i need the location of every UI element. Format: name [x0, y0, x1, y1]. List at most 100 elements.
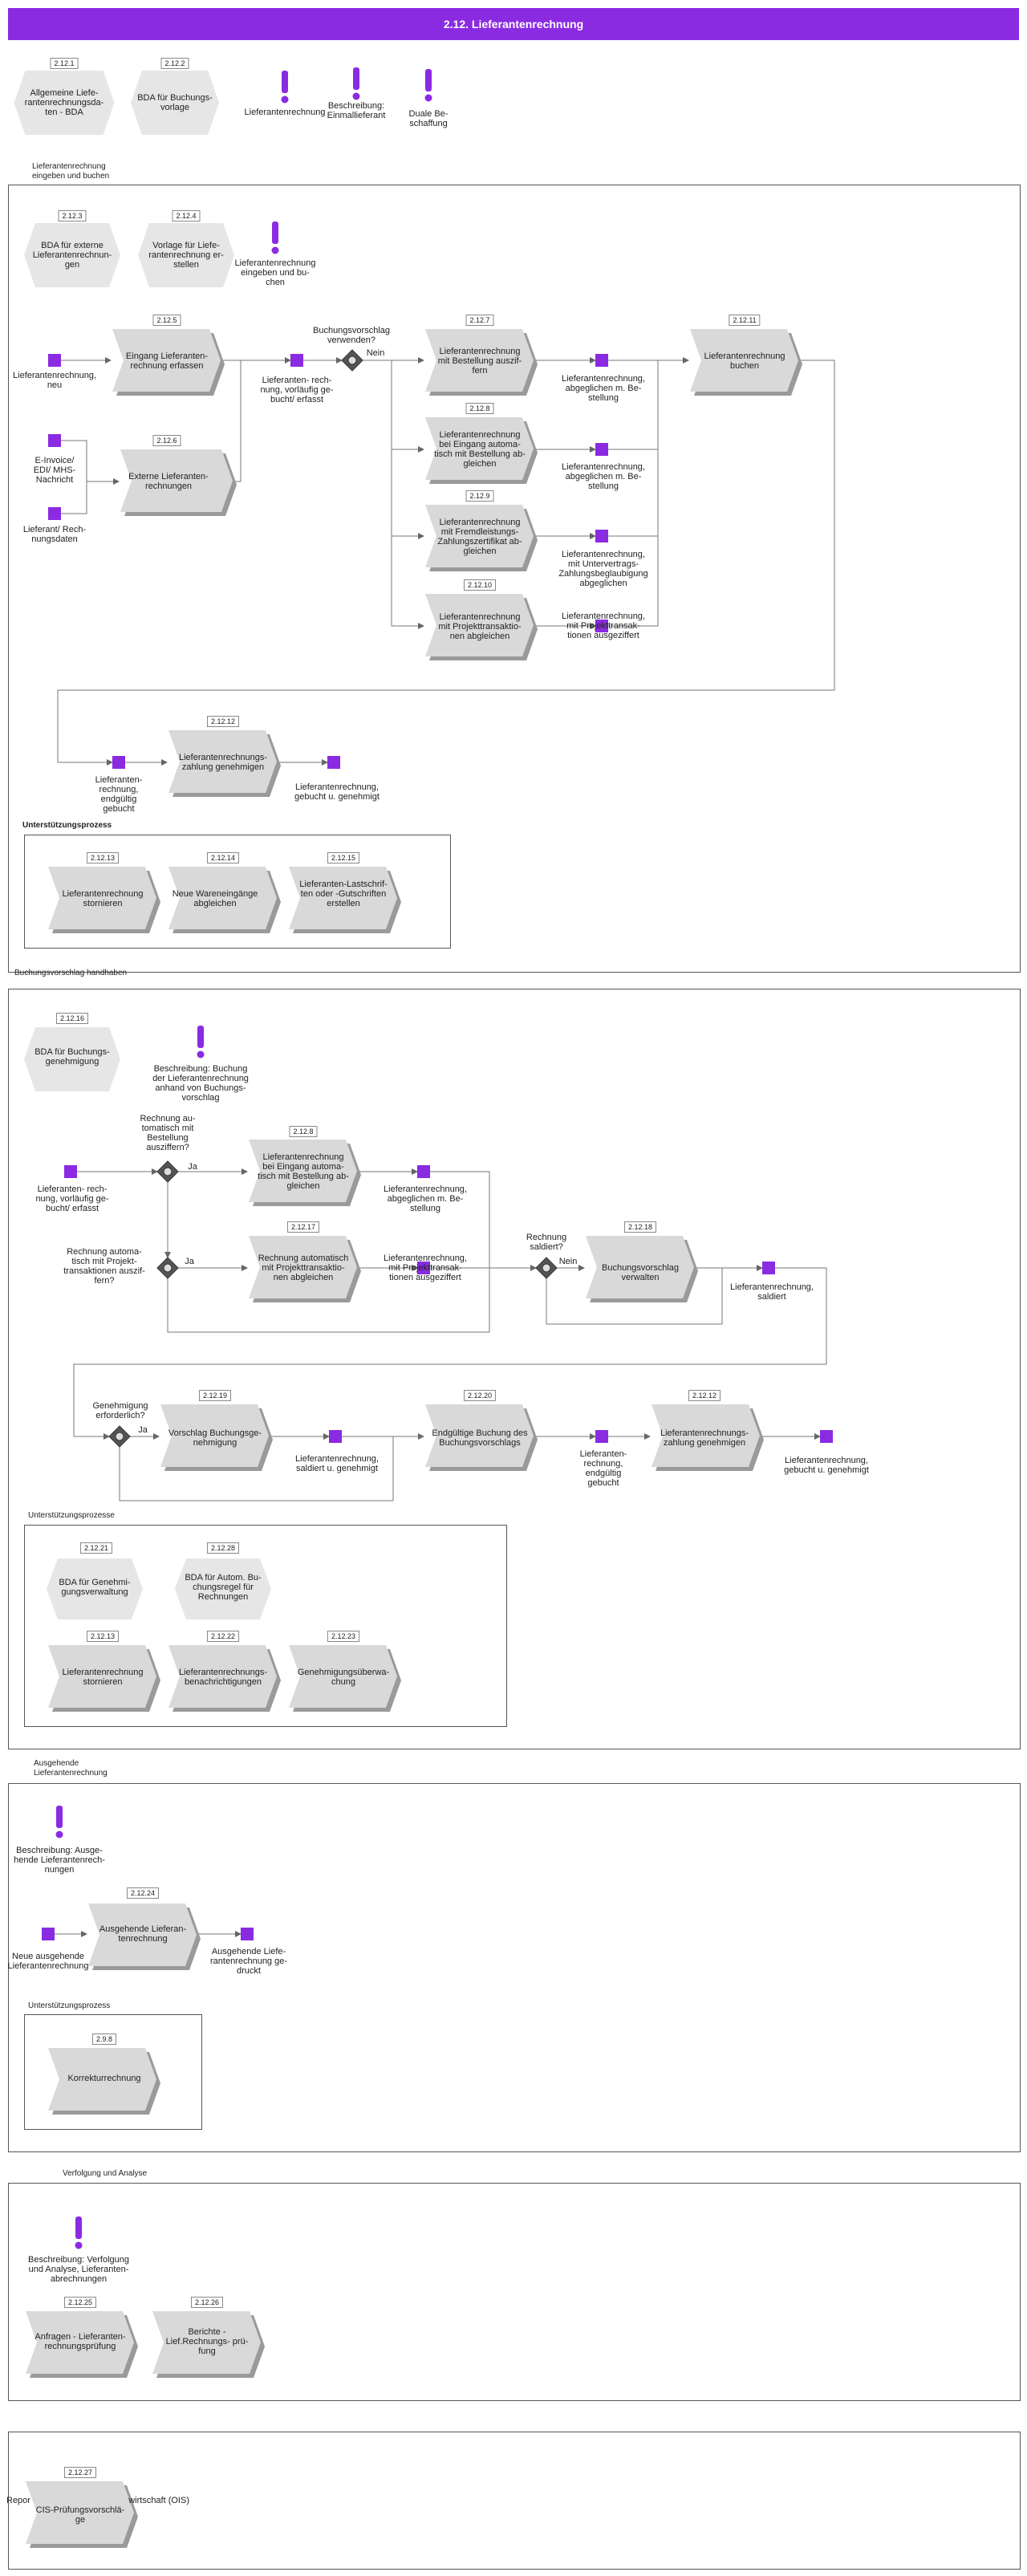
label-gw2: Rechnung automa- tisch mit Projekt- tran… [63, 1247, 145, 1286]
event-neu [48, 354, 61, 367]
section-ausgehend [8, 1783, 1021, 2152]
label-gw4: Genehmigung erforderlich? [92, 1401, 148, 1420]
code-2-12-12b: 2.12.12 [688, 1390, 721, 1401]
label-desc-eingeben: Lieferantenrechnung eingeben und bu- che… [234, 258, 316, 287]
label-ev-projekt: Lieferantenrechnung, mit Projekttransak-… [562, 611, 645, 640]
event-einvoice [48, 434, 61, 447]
bda-buchungsgenehmigung-hexagon [24, 1027, 120, 1091]
label-p-endg: Endgültige Buchung des Buchungsvorschlag… [432, 1428, 528, 1448]
label-ev-einvoice: E-Invoice/ EDI/ MHS- Nachricht [33, 456, 76, 485]
label-desc-ausgehend: Beschreibung: Ausge- hende Lieferantenre… [14, 1846, 105, 1875]
label-gw3: Rechnung saldiert? [526, 1233, 567, 1252]
section-title-eingeben: Lieferantenrechnung eingeben und buchen [32, 162, 110, 181]
gateway-buchungsvorschlag-marker [347, 356, 357, 365]
process-vorschlag [160, 1404, 269, 1467]
code-2-12-1: 2.12.1 [50, 58, 79, 69]
event-endg [112, 756, 125, 769]
code-2-12-12a: 2.12.12 [206, 716, 240, 727]
label-sup-benach: Lieferantenrechnungs- benachrichtigungen [178, 1668, 268, 1687]
code-2-12-15: 2.12.15 [327, 852, 360, 863]
section-title-verfolgung: Verfolgung und Analyse [63, 2169, 148, 2178]
label-ev-gedruckt: Ausgehende Liefe- rantenrechnung ge- dru… [209, 1947, 288, 1976]
label-p-auto: Lieferantenrechnung bei Eingang automa- … [258, 1152, 349, 1191]
label-duale-beschaffung: Duale Be- schaffung [408, 109, 449, 128]
label-ev-saldiert: Lieferantenrechnung, saldiert [730, 1282, 814, 1302]
code-2-12-25: 2.12.25 [63, 2297, 97, 2308]
label-ois-overlay: Repor wirtschaft (OIS) [6, 2496, 189, 2505]
process-zahlung [652, 1404, 760, 1467]
process-auto [249, 1140, 357, 1202]
label-einmallieferant: Beschreibung: Einmallieferant [327, 101, 386, 120]
label-p-buchen: Lieferantenrechnung buchen [704, 351, 785, 371]
label-ev-abgl: Lieferantenrechnung, abgeglichen m. Be- … [384, 1184, 467, 1213]
code-2-12-3: 2.12.3 [58, 210, 87, 221]
code-2-12-26: 2.12.26 [190, 2297, 224, 2308]
exclamation-icon [75, 2216, 82, 2239]
code-2-12-16: 2.12.16 [55, 1013, 89, 1024]
support-waren [168, 867, 277, 929]
process-ausgehend [88, 1904, 197, 1966]
label-ev-proj: Lieferantenrechnung, mit Projekttransak-… [384, 1253, 467, 1282]
label-p-genehmigen: Lieferantenrechnungs- zahlung genehmigen [178, 753, 268, 772]
code-2-12-9: 2.12.9 [465, 490, 494, 502]
process-fremd [425, 505, 534, 567]
label-p-projekt: Lieferantenrechnung mit Projekttransakti… [438, 612, 522, 641]
process-genehmigen [168, 730, 277, 793]
label-ev-vorlaeufig: Lieferanten- rech- nung, vorläufig ge- b… [260, 376, 334, 404]
label-nein-2: Nein [558, 1257, 578, 1266]
event-final [820, 1430, 833, 1443]
code-2-12-10: 2.12.10 [463, 579, 497, 591]
label-desc-verfolgung: Beschreibung: Verfolgung und Analyse, Li… [28, 2255, 129, 2284]
label-ev-abgl1: Lieferantenrechnung, abgeglichen m. Be- … [562, 374, 645, 403]
exclamation-icon-dot [197, 1050, 205, 1058]
event-unter [595, 530, 608, 542]
code-2-12-21: 2.12.21 [79, 1542, 113, 1554]
support-korrektur [48, 2048, 156, 2111]
process-buchen [690, 329, 798, 392]
exclamation-icon [425, 69, 432, 91]
label-p-fremd: Lieferantenrechnung mit Fremdleistungs- … [437, 518, 522, 556]
event-saldiert [762, 1262, 775, 1274]
support-title-1: Unterstützungsprozess [22, 821, 112, 830]
support-lastschrift [289, 867, 397, 929]
process-anfragen [26, 2311, 134, 2374]
label-allgemeine-bda: Allgemeine Liefe- rantenrechnungsda- ten… [24, 88, 104, 117]
label-bda-buchungsvorlage: BDA für Buchungs- vorlage [137, 93, 213, 112]
label-sup-stornieren: Lieferantenrechnung stornieren [62, 889, 144, 908]
label-ev-final: Lieferantenrechnung, gebucht u. genehmig… [784, 1456, 869, 1475]
process-extern [120, 449, 233, 512]
support-title-3: Unterstützungsprozess [28, 2001, 111, 2010]
code-2-12-7: 2.12.7 [465, 315, 494, 326]
process-eingang [112, 329, 221, 392]
process-best-auto [425, 417, 534, 480]
label-lieferantenrechnung: Lieferantenrechnung [244, 108, 326, 117]
process-proj [249, 1236, 357, 1298]
label-bda-buchungsgenehmigung: BDA für Buchungs- genehmigung [35, 1047, 110, 1067]
code-2-12-27: 2.12.27 [63, 2467, 97, 2478]
label-sup-lastschrift: Lieferanten-Lastschrif- ten oder -Gutsch… [299, 880, 388, 908]
event-abgl [417, 1165, 430, 1178]
label-p-best-auto: Lieferantenrechnung bei Eingang automa- … [434, 430, 526, 469]
label-sup-storno: Lieferantenrechnung stornieren [62, 1668, 144, 1687]
section-verfolgung [8, 2183, 1021, 2401]
event-neu-ausgehend [42, 1928, 55, 1940]
event-start [64, 1165, 77, 1178]
bda-auto-hexagon [175, 1558, 271, 1619]
code-2-12-13a: 2.12.13 [86, 852, 120, 863]
section-title-ausgehend: Ausgehende Lieferantenrechnung [34, 1759, 108, 1778]
label-p-ausgehend: Ausgehende Lieferan- tenrechnung [99, 1924, 187, 1944]
event-vorlaeufig [290, 354, 303, 367]
code-2-12-13b: 2.12.13 [86, 1631, 120, 1642]
code-2-12-19: 2.12.19 [198, 1390, 232, 1401]
exclamation-icon-dot [352, 92, 360, 100]
support-storno [48, 1645, 156, 1708]
label-ja-3: Ja [138, 1425, 148, 1435]
label-ev-rechdaten: Lieferant/ Rech- nungsdaten [22, 525, 87, 544]
process-endg [425, 1404, 534, 1467]
exclamation-icon [197, 1026, 204, 1048]
label-p-eingang: Eingang Lieferanten- rechnung erfassen [125, 351, 209, 371]
code-2-12-23: 2.12.23 [327, 1631, 360, 1642]
support-box-1 [24, 835, 451, 949]
process-cis [26, 2481, 134, 2544]
